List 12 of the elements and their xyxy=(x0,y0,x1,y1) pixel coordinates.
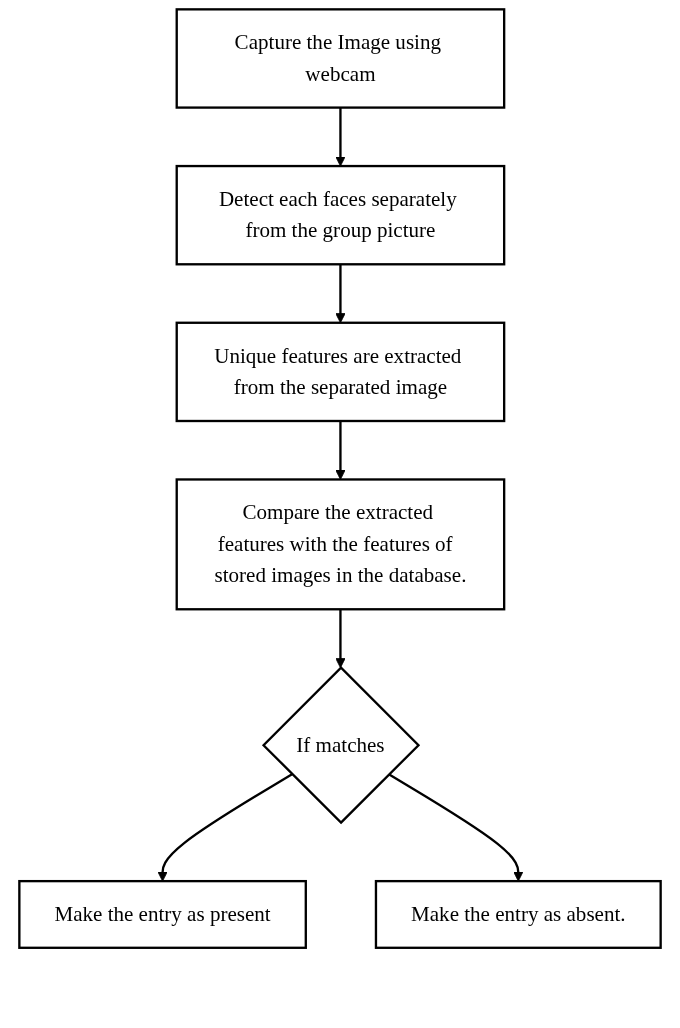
node-box: Detect each faces separately from the group picture xyxy=(175,164,506,266)
node-box: Make the entry as absent. xyxy=(374,879,662,949)
arrow xyxy=(157,773,293,882)
node-box: Capture the Image using webcam xyxy=(175,8,506,109)
arrow xyxy=(335,609,346,669)
arrow xyxy=(335,421,346,480)
node-box: Compare the extracted features with the features of stored images in the database. xyxy=(175,478,506,611)
arrow xyxy=(335,107,346,167)
node-box: Make the entry as present xyxy=(18,879,307,949)
node-diamond: If matches xyxy=(261,666,421,825)
node-box: Unique features are extracted from the separated image xyxy=(175,321,506,423)
arrow xyxy=(388,773,524,882)
